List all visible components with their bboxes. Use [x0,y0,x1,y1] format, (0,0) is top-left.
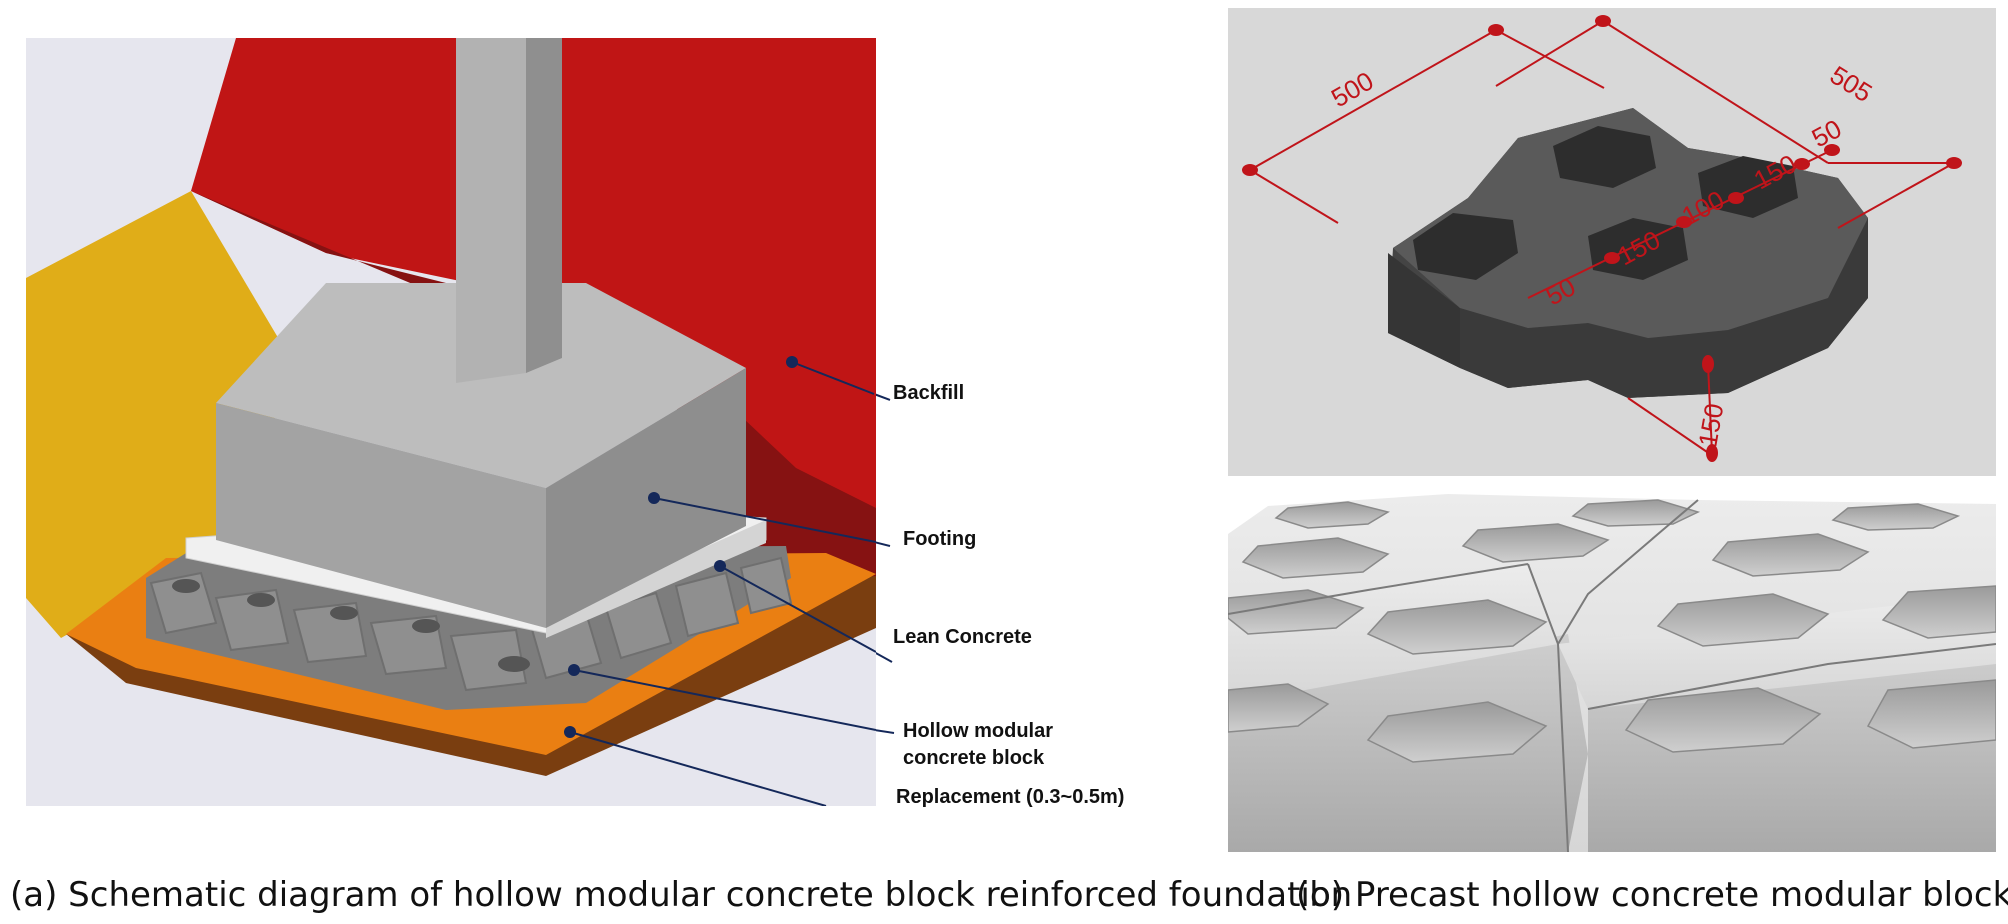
leader-extensions [876,393,895,734]
hex-hole-4 [1588,218,1688,280]
label-replacement: Replacement (0.3~0.5m) [896,786,1125,808]
block-dimension-drawing: 500 505 50 150 100 150 50 150 [1228,8,1996,476]
leader-dots [564,356,798,738]
footing-side-face [546,368,746,628]
hole-front [1624,687,1822,753]
footing-top [216,283,746,488]
block-top-right [1558,594,1996,709]
column-side [526,38,562,373]
block-joints [1228,499,1996,852]
label-footing: Footing [903,528,977,550]
hole-large-left [1366,599,1548,655]
lean-concrete-edge [546,520,766,638]
hollow-block-holes [172,579,530,672]
hex-block-3d [1388,108,1868,398]
schematic-diagram [26,38,876,806]
block-dimension-svg: 500 505 50 150 100 150 50 150 [1228,8,1996,476]
hollow-block-units [149,556,793,692]
caption-b: (b) Precast hollow concrete modular bloc… [1296,875,2008,915]
dimension-markers [1242,15,1962,462]
caption-a: (a) Schematic diagram of hollow modular … [10,875,1353,915]
label-hollow-block-line2: concrete block [903,747,1045,769]
column-front [456,38,526,383]
label-backfill: Backfill [893,382,965,404]
hex-holes [1228,499,1996,763]
dim-150-height: 150 [1692,401,1729,449]
precast-block-illustration [1228,494,1996,852]
footing-front-face [216,403,546,628]
leader-lines [569,361,876,806]
hole-1 [1274,501,1390,529]
label-hollow-block-line1: Hollow modular [903,720,1053,742]
hole-2 [1571,499,1701,527]
schematic-drawing [26,38,876,806]
precast-block-photo [1228,494,1996,852]
hex-hole-1 [1413,213,1518,280]
dimension-lines [1249,20,1955,455]
backfill-region [191,38,876,638]
hex-hole-2 [1553,126,1656,188]
label-lean-concrete: Lean Concrete [893,626,1032,648]
